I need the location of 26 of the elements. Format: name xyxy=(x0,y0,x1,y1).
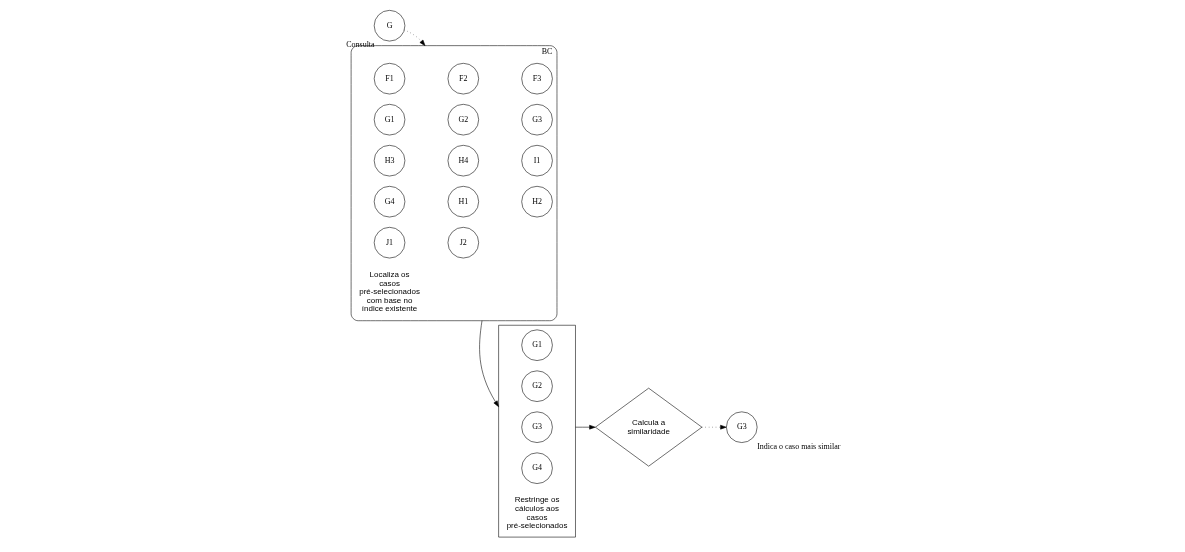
node-circle: G2 xyxy=(520,370,553,402)
node-circle: G3 xyxy=(520,104,553,136)
node-circle: G2 xyxy=(447,104,479,136)
node-circle: H1 xyxy=(447,186,479,218)
node-circle: G4 xyxy=(520,452,553,484)
arrow xyxy=(574,424,596,430)
node-circle: F3 xyxy=(520,63,553,95)
node-circle: F2 xyxy=(447,63,479,95)
node-circle: G4 xyxy=(373,186,405,218)
node-circle: F1 xyxy=(373,63,405,95)
cluster xyxy=(497,324,576,538)
node-circle: G1 xyxy=(373,104,405,136)
node-circle: H4 xyxy=(447,145,479,177)
node-circle: J1 xyxy=(373,227,405,259)
arrow xyxy=(403,29,425,46)
node-circle: I1 xyxy=(520,145,553,177)
node-circle: H3 xyxy=(373,145,405,177)
node-circle: J2 xyxy=(447,227,479,259)
arrow xyxy=(478,320,499,407)
node-circle: G1 xyxy=(520,329,553,361)
node-circle: G3 xyxy=(520,411,553,443)
node-label: Indica o caso mais similar xyxy=(756,441,840,451)
node-circle: G3 xyxy=(725,411,757,443)
arrow xyxy=(701,424,727,430)
node-circle: H2 xyxy=(520,186,553,218)
node-circle: G xyxy=(373,10,405,42)
